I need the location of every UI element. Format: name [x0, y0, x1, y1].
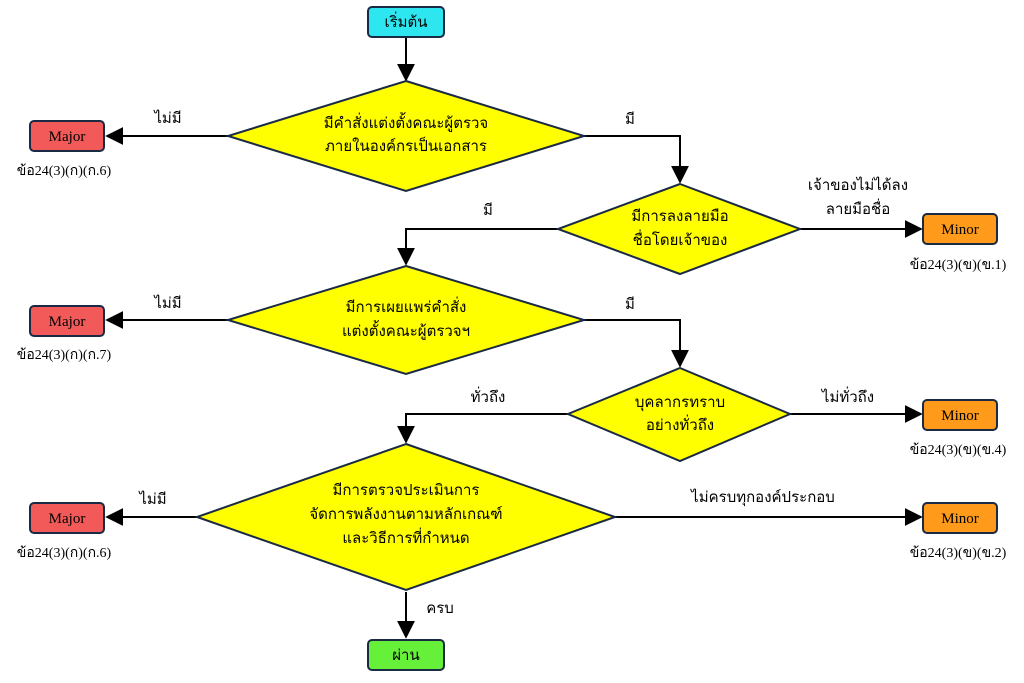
edge-label-d5-partial: ไม่ครบทุกองค์ประกอบ — [690, 488, 835, 507]
major-ref-3: ข้อ24(3)(ก)(ก.6) — [17, 545, 112, 561]
decision-d2-shape — [555, 182, 803, 276]
decision-d1-line1: มีคำสั่งแต่งตั้งคณะผู้ตรวจ — [324, 112, 488, 132]
decision-d4: บุคลากรทราบ อย่างทั่วถึง — [565, 366, 793, 463]
edge-d3-yes — [584, 319, 689, 368]
major-box-3 — [29, 502, 105, 534]
minor-label-2: Minor — [941, 408, 979, 424]
major-label-1: Major — [49, 129, 86, 145]
minor-ref-3: ข้อ24(3)(ข)(ข.2) — [910, 545, 1007, 561]
major-ref-2: ข้อ24(3)(ก)(ก.7) — [17, 347, 112, 363]
decision-d5-shape — [193, 442, 619, 592]
minor-ref-1: ข้อ24(3)(ข)(ข.1) — [910, 257, 1007, 273]
decision-d2-line1: มีการลงลายมือ — [631, 208, 728, 225]
minor-node-2: Minor ข้อ24(3)(ข)(ข.4) — [910, 399, 1007, 458]
minor-node-1: Minor ข้อ24(3)(ข)(ข.1) — [910, 213, 1007, 273]
edge-label-d5-yes: ครบ — [426, 601, 454, 617]
decision-d1-shape — [224, 79, 588, 193]
pass-label: ผ่าน — [392, 648, 419, 664]
decision-d1: มีคำสั่งแต่งตั้งคณะผู้ตรวจ ภายในองค์กรเป… — [224, 79, 588, 193]
minor-box-2 — [922, 399, 998, 431]
pass-box — [367, 639, 445, 671]
minor-box-3 — [922, 502, 998, 534]
decision-d2-line2: ชื่อโดยเจ้าของ — [633, 229, 728, 249]
major-box-2 — [29, 305, 105, 337]
start-box — [367, 6, 445, 38]
edge-label-d3-no: ไม่มี — [153, 294, 181, 312]
start-node: เริ่มต้น — [367, 6, 445, 38]
minor-label-3: Minor — [941, 511, 979, 527]
decision-d5-line2: จัดการพลังงานตามหลักเกณฑ์ — [309, 506, 502, 523]
decision-d5-line1: มีการตรวจประเมินการ — [333, 482, 480, 499]
edge-label-d2-no-line1: เจ้าของไม่ได้ลง — [808, 176, 908, 194]
decision-d3: มีการเผยแพร่คำสั่ง แต่งตั้งคณะผู้ตรวจฯ — [224, 264, 588, 376]
decision-d3-line1: มีการเผยแพร่คำสั่ง — [346, 296, 467, 316]
minor-box-1 — [922, 213, 998, 245]
edge-label-d3-yes: มี — [625, 296, 635, 313]
edge-label-d2-yes: มี — [483, 202, 493, 219]
minor-label-1: Minor — [941, 222, 979, 238]
start-label: เริ่มต้น — [384, 11, 427, 31]
decision-d4-line1: บุคลากรทราบ — [635, 395, 725, 412]
edge-label-d2-no-line2: ลายมือชื่อ — [826, 198, 891, 218]
edges — [105, 38, 923, 639]
major-box-1 — [29, 120, 105, 152]
decision-d3-line2: แต่งตั้งคณะผู้ตรวจฯ — [342, 320, 470, 340]
decision-d4-shape — [565, 366, 793, 463]
edge-label-d5-no: ไม่มี — [138, 490, 166, 508]
decision-d1-line2: ภายในองค์กรเป็นเอกสาร — [325, 136, 487, 155]
major-label-2: Major — [49, 314, 86, 330]
decision-d2: มีการลงลายมือ ชื่อโดยเจ้าของ — [555, 182, 803, 276]
edge-labels: ไม่มี มี เจ้าของไม่ได้ลง ลายมือชื่อ มี ไ… — [138, 109, 908, 617]
major-ref-1: ข้อ24(3)(ก)(ก.6) — [17, 163, 112, 179]
major-label-3: Major — [49, 511, 86, 527]
major-node-3: Major ข้อ24(3)(ก)(ก.6) — [17, 502, 112, 561]
decision-d4-line2: อย่างทั่วถึง — [646, 414, 714, 434]
edge-d2-yes — [397, 228, 558, 266]
edge-label-d1-yes: มี — [625, 111, 635, 128]
edge-label-d4-yes: ทั่วถึง — [471, 386, 506, 406]
decision-d3-shape — [224, 264, 588, 376]
decision-d5-line3: และวิธีการที่กำหนด — [342, 527, 469, 547]
pass-node: ผ่าน — [367, 639, 445, 671]
minor-node-3: Minor ข้อ24(3)(ข)(ข.2) — [910, 502, 1007, 561]
edge-label-d4-no: ไม่ทั่วถึง — [821, 386, 874, 406]
major-node-2: Major ข้อ24(3)(ก)(ก.7) — [17, 305, 112, 363]
edge-d4-yes — [397, 413, 568, 444]
minor-ref-2: ข้อ24(3)(ข)(ข.4) — [910, 442, 1007, 458]
major-node-1: Major ข้อ24(3)(ก)(ก.6) — [17, 120, 112, 179]
edge-d1-yes — [584, 135, 689, 184]
decision-d5: มีการตรวจประเมินการ จัดการพลังงานตามหลัก… — [193, 442, 619, 592]
edge-label-d1-no: ไม่มี — [153, 109, 181, 127]
